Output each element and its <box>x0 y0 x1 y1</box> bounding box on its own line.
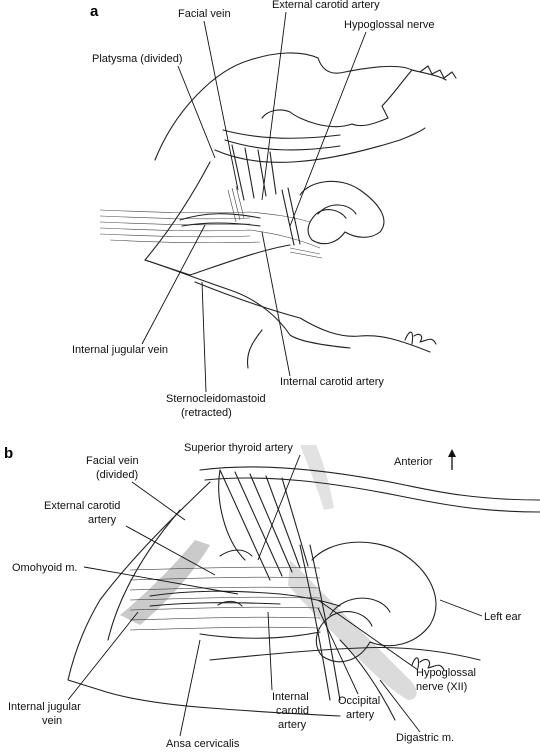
label-digastric: Digastric m. <box>396 732 454 744</box>
label-scm-line2: (retracted) <box>181 407 232 419</box>
label-internal-jugular-b2: vein <box>42 715 62 727</box>
label-internal-carotid-b1: Internal <box>272 691 309 703</box>
label-scm-line1: Sternocleidomastoid <box>166 393 266 405</box>
label-internal-carotid: Internal carotid artery <box>280 376 384 388</box>
signature-a <box>404 331 437 345</box>
leader-omohyoid <box>83 566 239 595</box>
leader-platysma <box>177 65 216 159</box>
label-internal-carotid-b2: carotid <box>276 705 309 717</box>
label-internal-jugular: Internal jugular vein <box>72 344 168 356</box>
neck-vessels-a <box>99 185 321 249</box>
label-occipital-b2: artery <box>346 709 375 721</box>
leader-internal-jugular <box>141 224 206 345</box>
leader-left-ear <box>439 599 483 617</box>
leader-facial-vein-b <box>131 481 186 521</box>
label-anterior: Anterior <box>394 456 433 468</box>
panel-a: a <box>72 0 457 419</box>
label-facial-vein-b1: Facial vein <box>86 455 139 467</box>
shoulder-curve <box>246 329 263 369</box>
label-internal-jugular-b1: Internal jugular <box>8 701 81 713</box>
label-internal-carotid-b3: artery <box>278 719 307 731</box>
label-external-carotid-b1: External carotid <box>44 500 120 512</box>
leader-internal-carotid <box>261 231 291 377</box>
leader-hypoglossal <box>289 31 367 227</box>
ear-a <box>299 180 385 245</box>
neck-skin-lower <box>194 281 431 353</box>
omohyoid-shading <box>120 540 210 625</box>
panel-b-letter: b <box>4 445 13 462</box>
leader-digastric <box>379 679 421 733</box>
neck-vessels-b <box>129 549 341 639</box>
panel-b: b <box>4 442 540 750</box>
leader-internal-jugular-b <box>67 611 139 701</box>
label-platysma: Platysma (divided) <box>92 53 182 65</box>
leader-external-carotid <box>261 11 287 201</box>
retractor-lower <box>199 466 540 581</box>
leader-external-carotid-b <box>125 525 216 576</box>
leader-ansa <box>179 639 201 737</box>
label-hypoglossal-b1: Hypoglossal <box>416 667 476 679</box>
upper-shading <box>300 445 334 510</box>
leader-superior-thyroid <box>257 454 301 561</box>
hair-outline <box>411 65 457 79</box>
scm-retracted <box>144 259 351 349</box>
jaw-outline <box>214 127 426 163</box>
chin-outline <box>261 109 353 128</box>
leader-scm <box>201 281 207 393</box>
head-outline <box>154 52 447 161</box>
ear-b <box>311 541 437 663</box>
leader-facial-vein <box>203 20 239 191</box>
label-facial-vein: Facial vein <box>178 8 231 20</box>
leader-internal-carotid-b <box>267 611 273 691</box>
label-ansa-cervicalis: Ansa cervicalis <box>166 738 240 750</box>
label-hypoglossal-b2: nerve (XII) <box>416 681 467 693</box>
label-omohyoid: Omohyoid m. <box>12 562 77 574</box>
label-hypoglossal-nerve: Hypoglossal nerve <box>344 19 435 31</box>
arrow-up-icon <box>448 449 456 470</box>
label-external-carotid-b2: artery <box>88 514 117 526</box>
retractor-upper <box>222 129 341 201</box>
label-superior-thyroid: Superior thyroid artery <box>184 442 293 454</box>
leader-hypoglossal-b <box>317 599 419 671</box>
leader-occipital <box>317 607 359 695</box>
label-facial-vein-b2: (divided) <box>96 469 138 481</box>
label-occipital-b1: Occipital <box>338 695 380 707</box>
label-left-ear: Left ear <box>484 611 522 623</box>
panel-a-letter: a <box>90 3 99 20</box>
label-external-carotid: External carotid artery <box>272 0 380 11</box>
signature-b <box>411 657 445 671</box>
wound-edge-b <box>67 481 341 717</box>
